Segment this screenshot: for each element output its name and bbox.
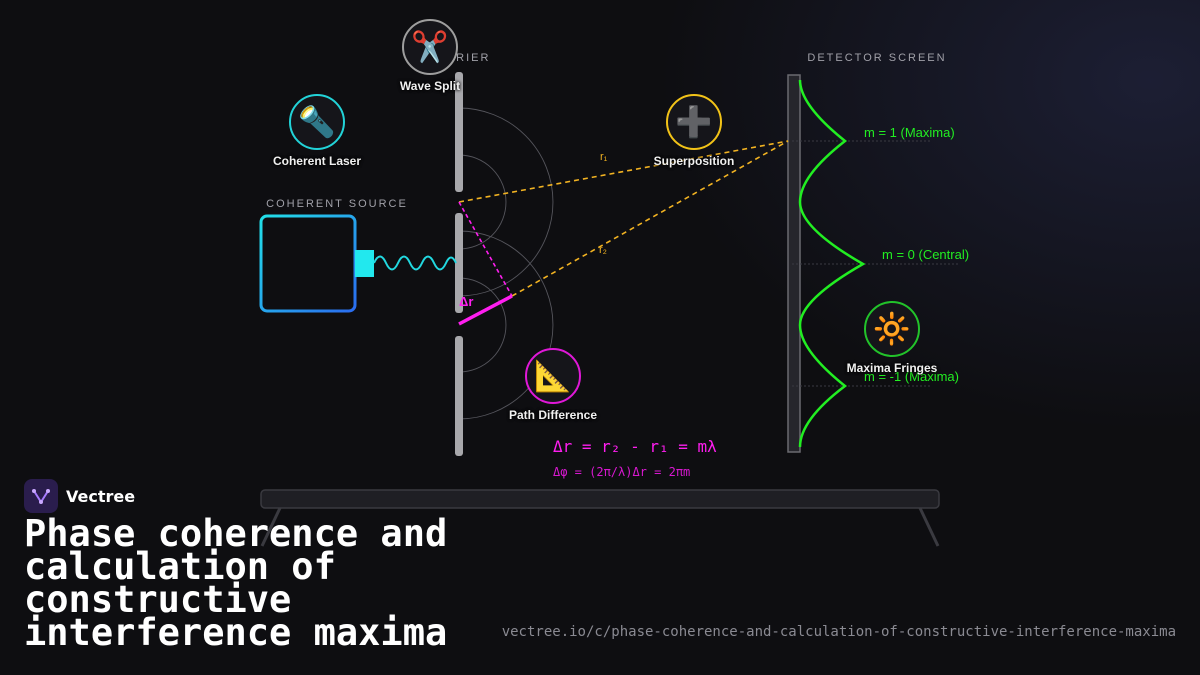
- scissors-icon: ✂️: [411, 29, 449, 65]
- detector-screen-label: DETECTOR SCREEN: [807, 52, 946, 64]
- flashlight-icon: 🔦: [298, 104, 336, 140]
- coherent-source-label: COHERENT SOURCE: [266, 198, 408, 210]
- optical-bench: [260, 489, 940, 547]
- path-difference-segment: [458, 294, 513, 326]
- wave-split-badge: ✂️: [402, 19, 458, 75]
- intensity-pattern: [798, 79, 866, 448]
- maxima-fringes-label: Maxima Fringes: [846, 361, 938, 375]
- ray-r1: [458, 140, 789, 203]
- r2-label: r₂: [599, 244, 607, 256]
- equation-path: Δr = r₂ - r₁ = mλ: [553, 437, 717, 456]
- superposition-label: Superposition: [653, 154, 735, 168]
- maxima-guide-lines: [792, 140, 960, 387]
- plus-icon: ➕: [675, 104, 713, 140]
- wave-incident: [373, 255, 457, 271]
- barrier: [455, 72, 463, 456]
- path-rays: [458, 140, 789, 297]
- coherent-laser-badge: 🔦: [289, 94, 345, 150]
- maxima-label-m0: m = 0 (Central): [882, 247, 969, 262]
- laser-source-box: [259, 214, 357, 313]
- coherent-laser-label: Coherent Laser: [272, 154, 362, 168]
- path-difference-label: Path Difference: [508, 408, 598, 422]
- vectree-logo-icon: [24, 479, 58, 513]
- triangular-ruler-icon: 📐: [534, 358, 572, 394]
- laser-nozzle: [355, 250, 374, 277]
- page-title: Phase coherence and calculation of const…: [24, 512, 448, 654]
- brand: Vectree: [24, 479, 135, 513]
- maxima-fringes-badge: 🔆: [864, 301, 920, 357]
- path-difference-dashed: [458, 201, 513, 297]
- bright-sun-icon: 🔆: [873, 311, 911, 347]
- maxima-label-m1: m = 1 (Maxima): [864, 125, 955, 140]
- brand-name: Vectree: [66, 486, 136, 506]
- ray-r2: [511, 140, 789, 297]
- wave-split-label: Wave Split: [399, 79, 461, 93]
- maxima-label-mneg1: m = -1 (Maxima): [864, 369, 959, 384]
- diffracted-wavefronts: [458, 107, 554, 420]
- r1-label: r₁: [600, 151, 608, 163]
- superposition-badge: ➕: [666, 94, 722, 150]
- source-url: vectree.io/c/phase-coherence-and-calcula…: [501, 624, 1176, 640]
- delta-r-label: Δr: [459, 294, 473, 309]
- equation-phase: Δφ = (2π/λ)Δr = 2πm: [553, 465, 690, 479]
- path-difference-badge: 📐: [525, 348, 581, 404]
